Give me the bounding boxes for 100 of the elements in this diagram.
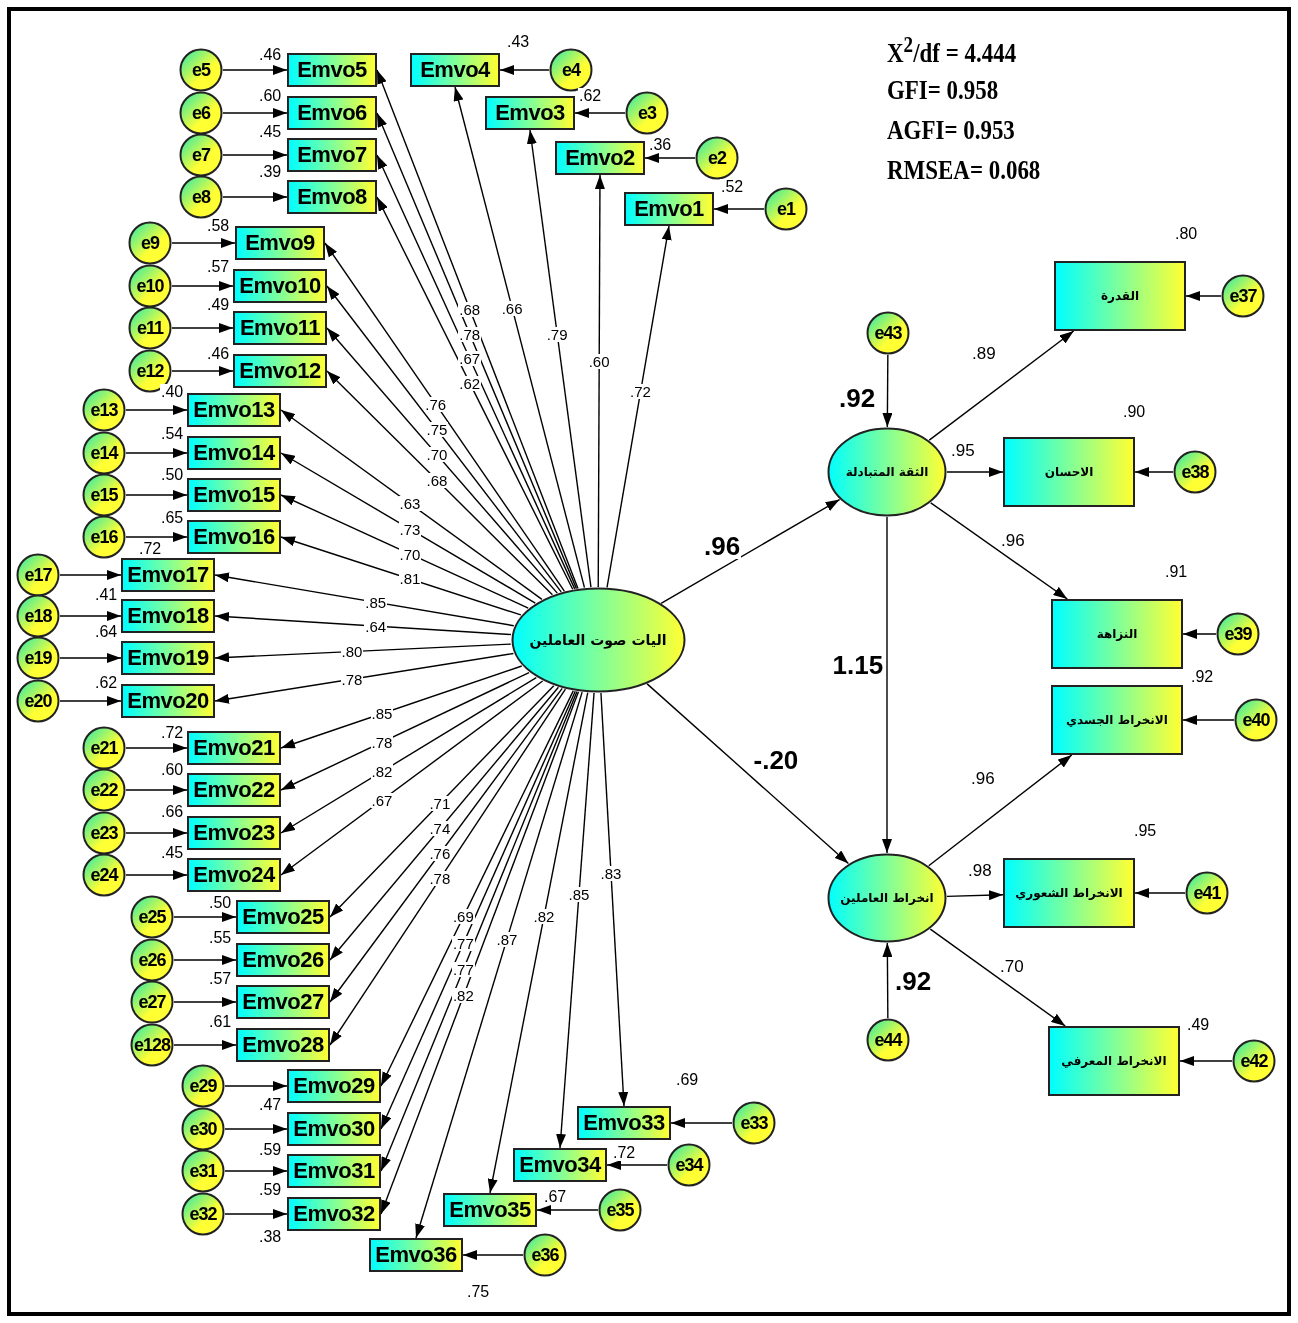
error-circle: e23 <box>82 811 126 855</box>
value-label: .95 <box>1133 823 1158 839</box>
indicator-box: Emvo13 <box>187 393 281 427</box>
value-label: .45 <box>160 845 185 861</box>
value-label: .66 <box>160 804 185 820</box>
error-circle: e38 <box>1173 450 1217 494</box>
error-circle: e14 <box>82 431 126 475</box>
error-circle: e10 <box>128 264 172 308</box>
edge-label: .79 <box>545 326 569 342</box>
value-label: .65 <box>160 510 185 526</box>
arrow <box>329 685 555 918</box>
arrow <box>171 238 236 248</box>
edge-label: .96 <box>970 769 996 787</box>
value-label: .91 <box>1164 564 1189 580</box>
arrow <box>600 692 629 1107</box>
arrow <box>882 354 893 428</box>
edge-label: .73 <box>398 521 422 537</box>
indicator-box: Emvo4 <box>410 53 500 87</box>
indicator-box: Emvo23 <box>187 816 281 850</box>
error-circle: e16 <box>82 515 126 559</box>
indicator-box: Emvo34 <box>513 1148 607 1182</box>
edge-label: .75 <box>425 422 449 438</box>
arrow <box>670 1118 733 1128</box>
arrow <box>224 1124 288 1134</box>
edge-label: .76 <box>424 396 448 412</box>
arrow <box>594 174 605 588</box>
indicator-box: Emvo24 <box>187 858 281 892</box>
edge-label: .82 <box>451 988 475 1004</box>
indicator-box: Emvo9 <box>235 226 325 260</box>
value-label: .75 <box>466 1284 491 1300</box>
arrow <box>214 643 512 663</box>
edge-label: .95 <box>950 441 976 459</box>
indicator-box: Emvo17 <box>121 558 215 592</box>
edge-label: .67 <box>370 792 394 808</box>
edge-label: .72 <box>629 384 652 400</box>
value-label: .59 <box>258 1142 283 1158</box>
arrow <box>1179 1056 1233 1066</box>
edge-label: .78 <box>458 326 482 342</box>
indicator-box: Emvo36 <box>369 1238 463 1272</box>
error-circle: e7 <box>179 133 223 177</box>
value-label: .50 <box>160 467 185 483</box>
edge-label: .68 <box>458 301 482 317</box>
indicator-box: Emvo3 <box>485 96 575 130</box>
indicator-box: Emvo7 <box>287 138 377 172</box>
value-label: .80 <box>1174 226 1199 242</box>
arrow <box>946 467 1004 477</box>
error-circle: e3 <box>625 91 669 135</box>
indicator-box: Emvo26 <box>236 943 330 977</box>
arrow <box>930 502 1068 600</box>
arrow <box>1134 467 1174 477</box>
latent-ellipse: الثقة المتبادلة <box>827 427 947 517</box>
fit-index: GFI= 0.958 <box>887 76 999 104</box>
arrow <box>280 452 537 604</box>
value-label: .64 <box>94 624 119 640</box>
indicator-box: Emvo18 <box>121 599 215 633</box>
edge-label: .70 <box>425 447 449 463</box>
error-circle: e27 <box>130 980 174 1024</box>
indicator-box: Emvo19 <box>121 641 215 675</box>
value-label: .54 <box>160 426 185 442</box>
arrow <box>173 997 237 1007</box>
value-label: .58 <box>206 218 231 234</box>
arrow <box>453 86 586 589</box>
arrow <box>59 696 122 706</box>
value-label: .72 <box>612 1145 637 1161</box>
arrow <box>326 370 554 596</box>
edge-label: .70 <box>999 957 1025 975</box>
arrow <box>499 65 550 75</box>
edge-label: .63 <box>398 496 422 512</box>
value-label: .57 <box>206 259 231 275</box>
error-circle: e17 <box>16 553 60 597</box>
arrow <box>574 108 626 118</box>
edge-label: .87 <box>495 931 519 947</box>
arrow <box>660 498 841 604</box>
arrow <box>929 928 1066 1027</box>
error-circle: e11 <box>128 306 172 350</box>
value-label: .62 <box>94 675 119 691</box>
indicator-box: Emvo15 <box>187 478 281 512</box>
value-label: .69 <box>675 1072 700 1088</box>
arrow <box>173 1040 237 1050</box>
indicator-box: Emvo12 <box>233 354 327 388</box>
error-circle: e26 <box>130 938 174 982</box>
indicator-box: Emvo16 <box>187 520 281 554</box>
arrow <box>606 225 672 588</box>
error-circle: e30 <box>181 1107 225 1151</box>
value-label: .46 <box>258 47 283 63</box>
error-circle: e5 <box>179 48 223 92</box>
indicator-box: Emvo1 <box>624 192 714 226</box>
indicator-box: Emvo21 <box>187 731 281 765</box>
edge-label: .68 <box>425 472 449 488</box>
arrow <box>214 652 515 704</box>
arrow <box>125 405 188 415</box>
error-circle: e19 <box>16 636 60 680</box>
arrow <box>171 323 234 333</box>
indicator-box: Emvo8 <box>287 180 377 214</box>
arrow <box>125 870 188 880</box>
error-circle: e32 <box>181 1192 225 1236</box>
arrow <box>173 912 237 922</box>
value-label: .60 <box>258 88 283 104</box>
indicator-box: Emvo30 <box>287 1112 381 1146</box>
arrow <box>928 330 1075 441</box>
